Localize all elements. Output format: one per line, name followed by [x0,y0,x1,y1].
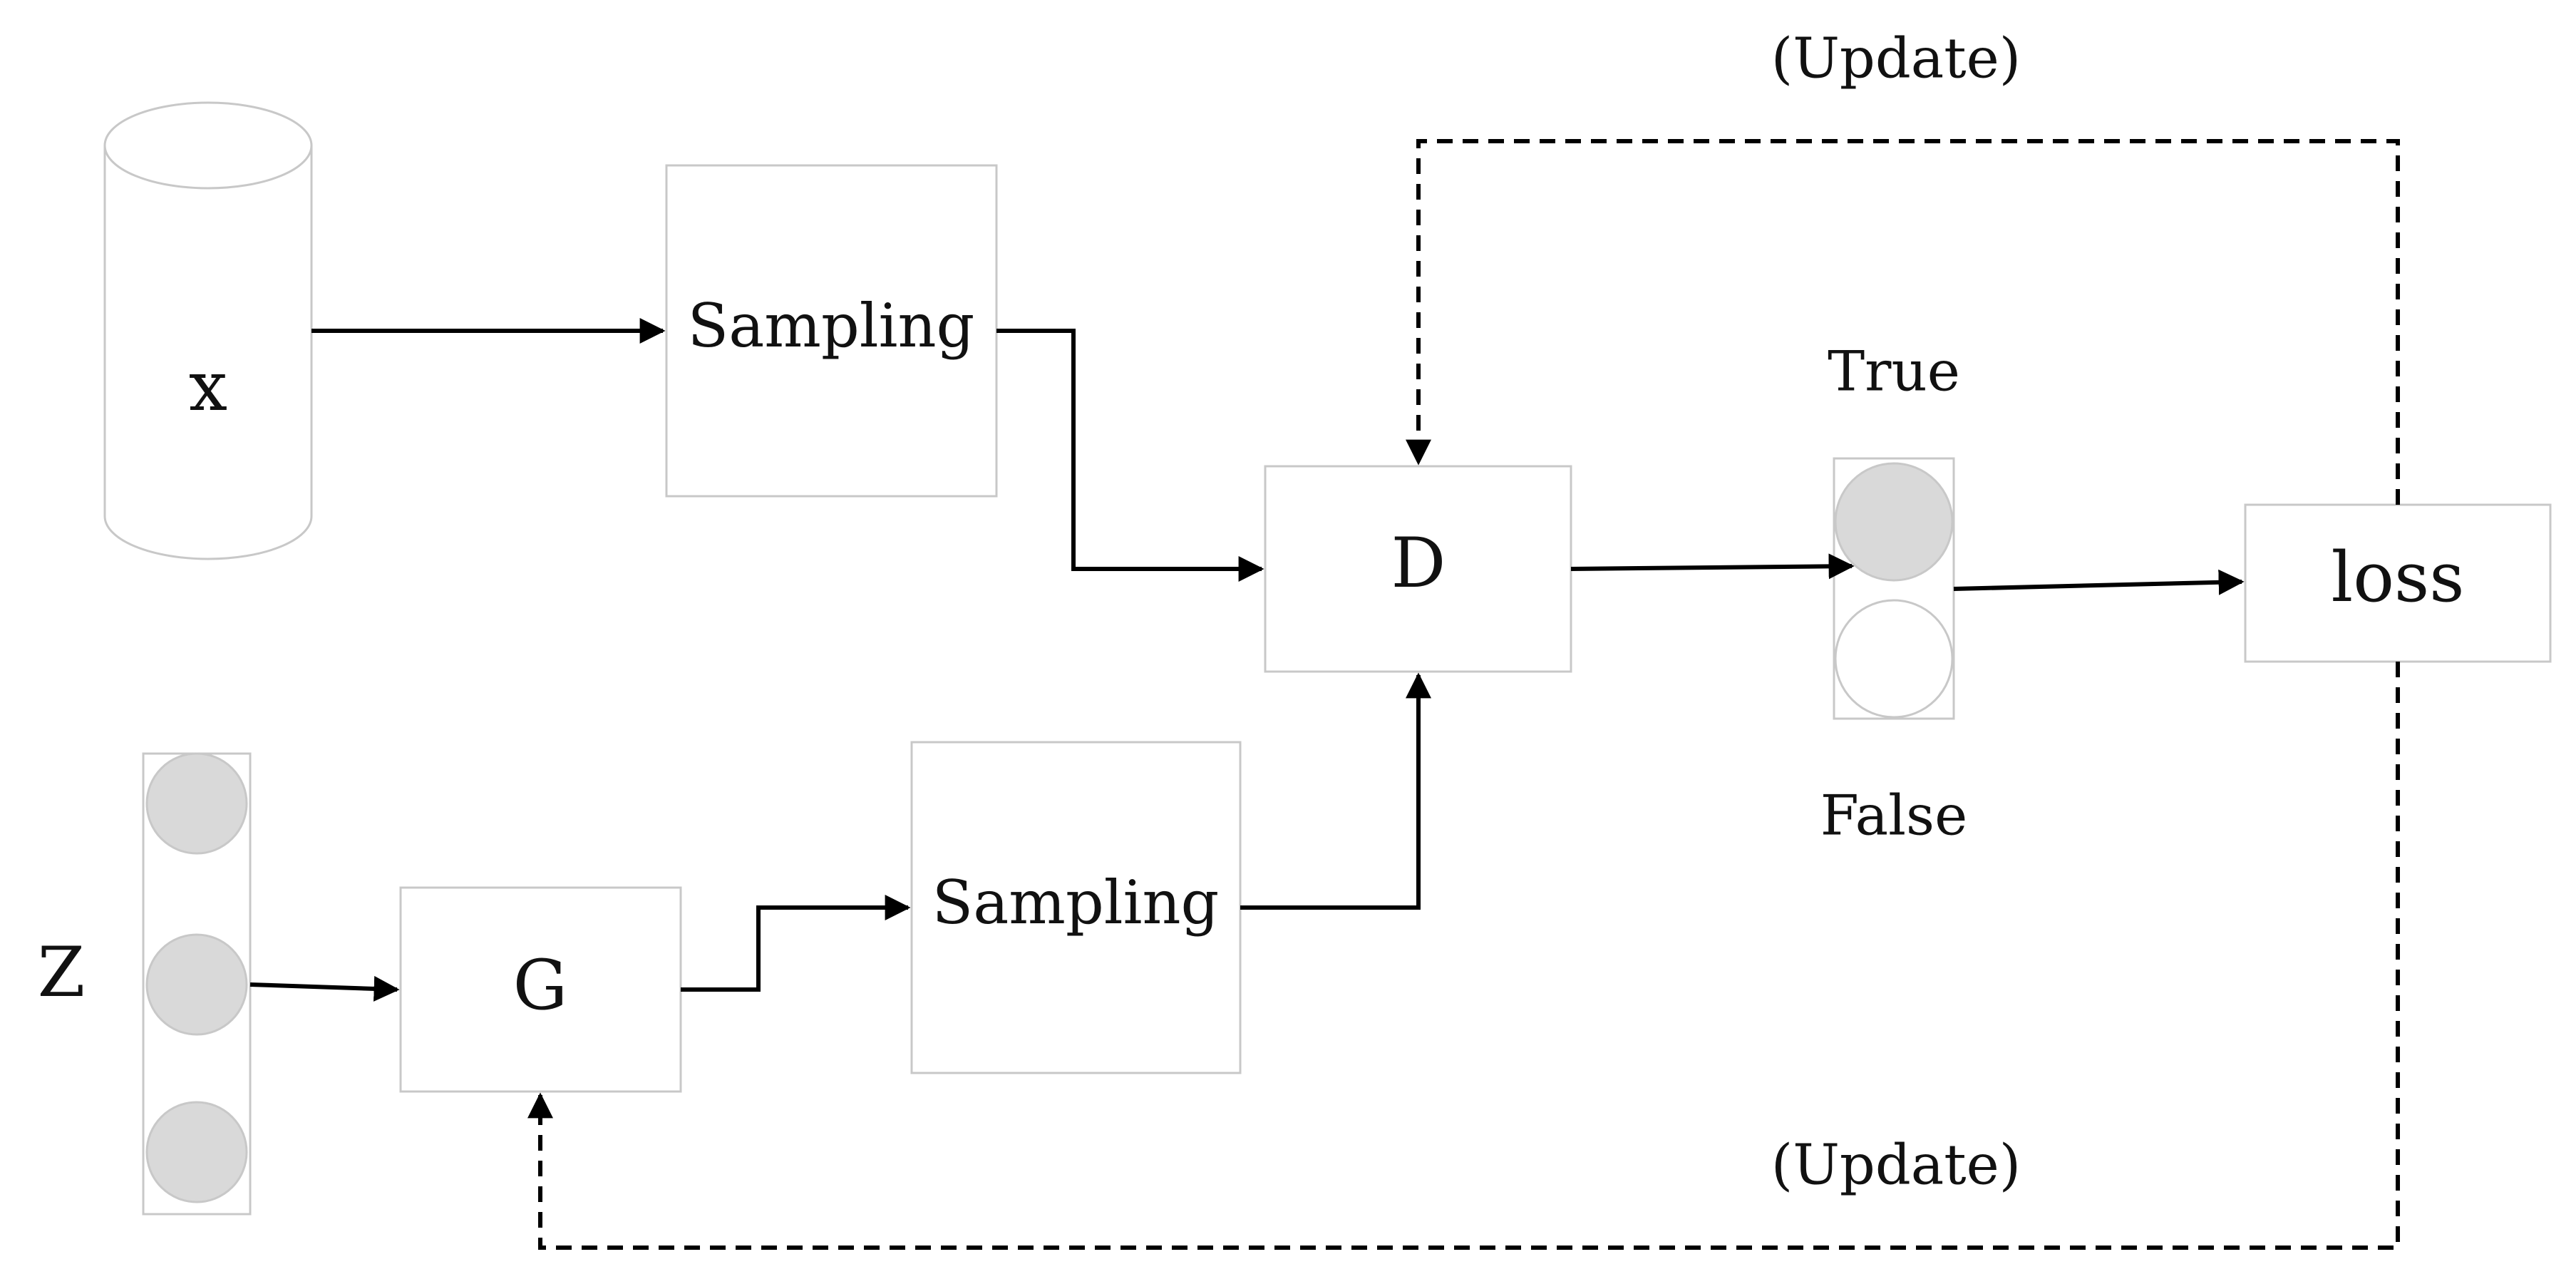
edge-d-to-output [1570,553,1855,580]
edge-output-to-loss [1953,569,2245,595]
discriminator-box: D [1264,465,1572,673]
noise-label: Z [38,933,86,1012]
loss-box: loss [2244,503,2552,663]
noise-node-1 [145,752,248,855]
sampling-real-box: Sampling [665,164,998,498]
sampling-fake-label: Sampling [932,868,1220,938]
true-label: True [1828,340,1960,404]
update-bottom-label: (Update) [1771,1134,2021,1198]
sampling-fake-box: Sampling [910,741,1242,1074]
edge-sampling-to-d-bottom [1240,672,1431,910]
output-column [1833,457,1955,720]
edge-update-g [527,662,2400,1250]
real-data-label: x [189,346,227,426]
generator-box: G [399,886,682,1093]
edge-z-to-g [249,975,400,1002]
noise-node-2 [145,933,248,1036]
false-label: False [1820,784,1967,848]
loss-label: loss [2331,538,2464,617]
false-node [1834,599,1954,719]
real-data-cylinder: x [103,101,313,560]
edge-update-d [1406,139,2400,505]
update-top-label: (Update) [1771,27,2021,91]
true-node [1834,462,1954,582]
edge-g-to-sampling [681,895,911,992]
noise-column [142,752,252,1216]
edge-sampling-to-d [996,329,1264,582]
sampling-real-label: Sampling [688,291,975,361]
generator-label: G [513,945,568,1025]
noise-node-3 [145,1101,248,1203]
discriminator-label: D [1391,523,1446,603]
